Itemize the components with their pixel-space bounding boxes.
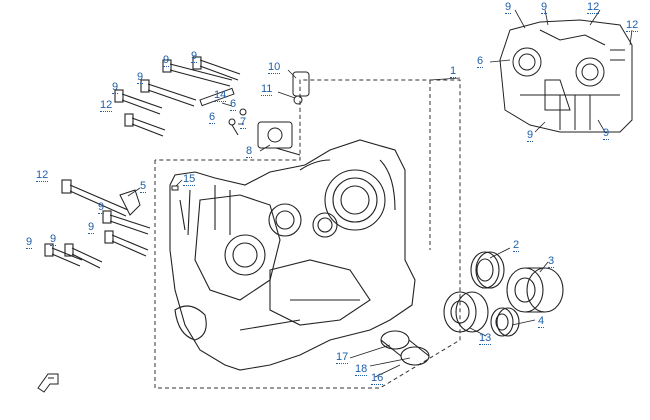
assembly-dashed-outline <box>154 79 461 389</box>
callout-11[interactable]: 11 <box>261 83 273 96</box>
callout-9-a[interactable]: 9 <box>163 54 170 67</box>
callout-9-e[interactable]: 9 <box>98 201 105 214</box>
bearings <box>380 251 564 366</box>
callout-14[interactable]: 14 <box>214 89 227 102</box>
callout-9-b[interactable]: 9 <box>191 50 198 63</box>
callout-9-j[interactable]: 9 <box>541 1 548 14</box>
callout-9-i[interactable]: 9 <box>505 1 512 14</box>
callout-9-f[interactable]: 9 <box>88 221 95 234</box>
crankcase-half <box>169 139 416 371</box>
callout-6-b[interactable]: 6 <box>209 111 216 124</box>
direction-arrow-icon <box>37 373 59 393</box>
callout-18[interactable]: 18 <box>355 363 368 376</box>
callout-12-b[interactable]: 12 <box>36 169 49 182</box>
callout-1[interactable]: 1 <box>450 65 457 78</box>
callout-3[interactable]: 3 <box>548 255 555 268</box>
callout-4[interactable]: 4 <box>538 315 545 328</box>
callout-2[interactable]: 2 <box>513 239 520 252</box>
callout-9-c[interactable]: 9 <box>137 71 144 84</box>
callout-13[interactable]: 13 <box>479 332 492 345</box>
callout-12-a[interactable]: 12 <box>100 99 113 112</box>
callout-8[interactable]: 8 <box>246 145 253 158</box>
callout-9-l[interactable]: 9 <box>603 127 610 140</box>
callout-15[interactable]: 15 <box>183 173 196 186</box>
callout-6-c[interactable]: 6 <box>477 55 484 68</box>
small-parts <box>119 71 310 216</box>
callout-6-a[interactable]: 6 <box>230 98 237 111</box>
callout-17[interactable]: 17 <box>336 351 349 364</box>
bolt-set <box>44 56 241 269</box>
callout-9-g[interactable]: 9 <box>26 236 33 249</box>
callout-9-d[interactable]: 9 <box>112 81 119 94</box>
callout-12-c[interactable]: 12 <box>587 1 600 14</box>
callout-7[interactable]: 7 <box>240 116 247 129</box>
callout-9-k[interactable]: 9 <box>527 129 534 142</box>
inset-crankcase-view <box>499 19 633 133</box>
leader-lines <box>127 9 633 378</box>
callout-9-h[interactable]: 9 <box>50 233 57 246</box>
callout-5[interactable]: 5 <box>140 180 147 193</box>
callout-12-d[interactable]: 12 <box>626 19 639 32</box>
callout-10[interactable]: 10 <box>268 61 281 74</box>
callout-16[interactable]: 16 <box>371 372 384 385</box>
